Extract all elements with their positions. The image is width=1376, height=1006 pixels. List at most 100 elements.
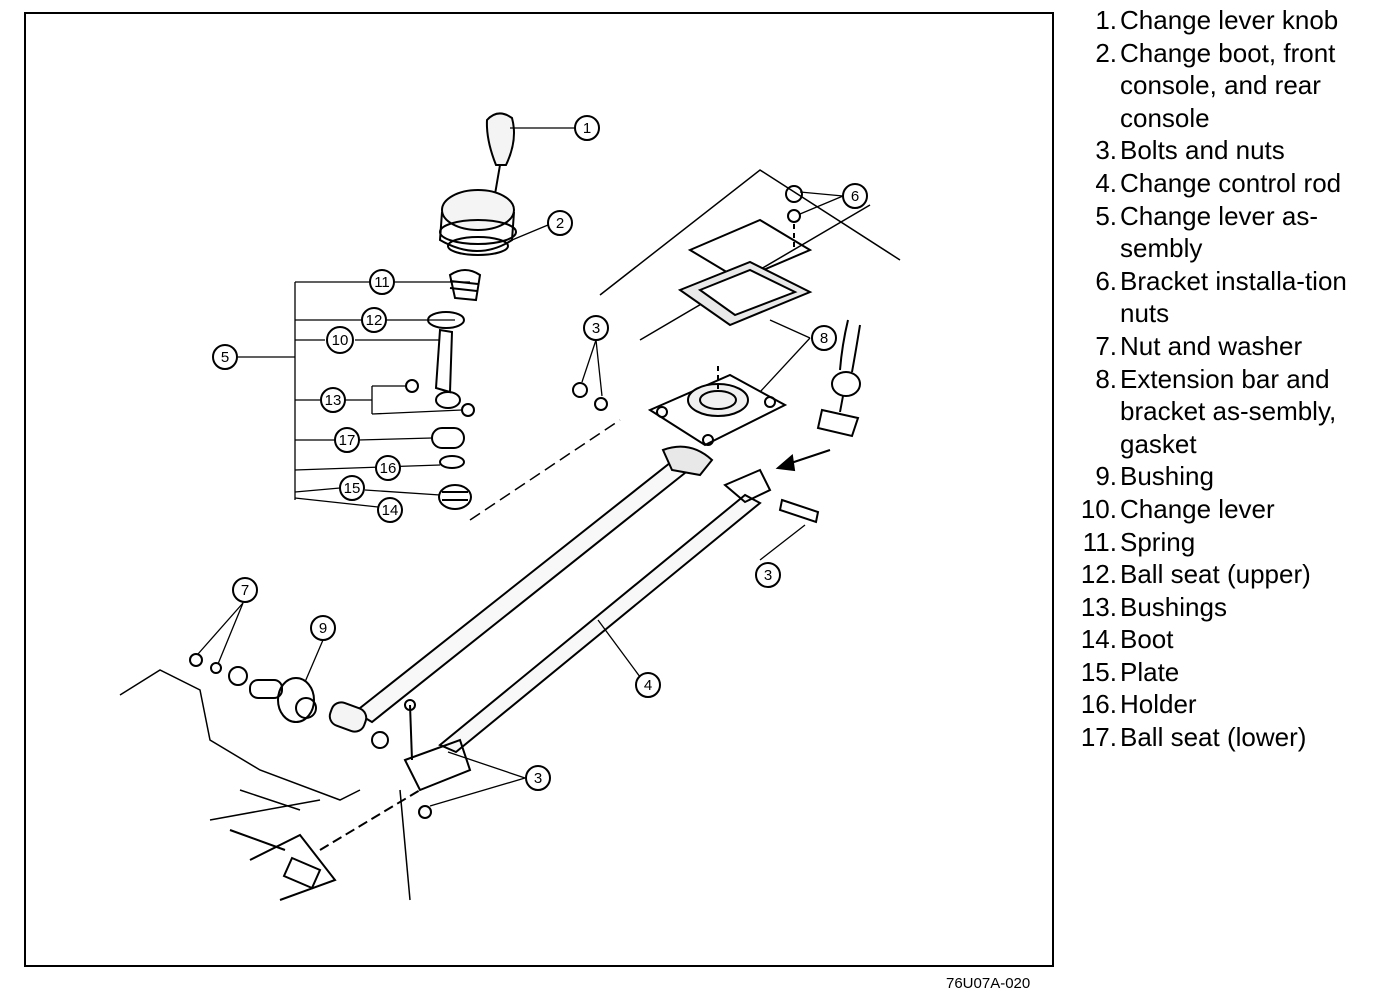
callout-5: 5 [212,344,238,370]
callout-13-text: 13 [325,392,342,409]
legend-num: 2. [1095,37,1117,68]
legend-label: Ball seat (lower) [1120,722,1307,753]
legend-num: 13. [1080,591,1117,622]
legend-num: 5. [1095,200,1117,231]
legend-label: Bushing [1120,461,1214,492]
callout-8-text: 8 [820,330,828,347]
callout-15: 15 [339,475,365,501]
extension-bracket [647,185,813,447]
exploded-view-diagram: 1 2 11 12 10 5 13 17 16 15 14 6 8 3 3 4 … [119,112,901,901]
callout-12: 12 [361,307,387,333]
callout-17-text: 17 [339,432,356,449]
legend-item: 13.Bushings [1062,591,1372,624]
extension-bar [328,445,714,733]
legend-item: 12.Ball seat (upper) [1062,558,1372,591]
callout-15-text: 15 [344,480,361,497]
legend-item: 4.Change control rod [1062,167,1372,200]
legend-num: 17. [1080,722,1117,753]
change-lever-knob [485,112,515,201]
callout-12-text: 12 [366,312,383,329]
legend-label: Nut and washer [1120,330,1303,361]
diagram-frame [24,12,1054,967]
callout-5-text: 5 [221,349,229,366]
figure-code: 76U07A-020 [946,975,1031,992]
callout-3-right-text: 3 [764,567,772,584]
callout-1: 1 [574,115,600,141]
legend-num: 15. [1080,656,1117,687]
direction-arrow [775,449,831,472]
callout-11-text: 11 [374,274,390,291]
legend-item: 2.Change boot, front console, and rear c… [1062,37,1372,135]
callout-9-text: 9 [319,620,327,637]
legend-item: 11.Spring [1062,526,1372,559]
legend-item: 7.Nut and washer [1062,330,1372,363]
legend-label: Boot [1120,624,1174,655]
callout-3-right: 3 [755,562,781,588]
legend-label: Bracket installa-tion nuts [1120,265,1347,329]
legend-item: 1.Change lever knob [1062,4,1372,37]
callout-4-text: 4 [644,677,652,694]
callout-7-text: 7 [241,582,249,599]
callout-16-text: 16 [380,460,397,477]
legend-label: Change lever knob [1120,5,1339,35]
legend-num: 4. [1095,167,1117,198]
legend-label: Bushings [1120,591,1227,622]
callout-6-text: 6 [851,188,859,205]
leader-lines [197,127,844,807]
callout-7: 7 [232,577,258,603]
callout-14: 14 [377,497,403,523]
legend-item: 17.Ball seat (lower) [1062,721,1372,754]
legend-label: Spring [1120,526,1196,557]
legend-num: 8. [1095,363,1117,394]
legend-label: Change lever [1120,493,1275,524]
legend-item: 9.Bushing [1062,460,1372,493]
nuts-and-washers [189,382,608,819]
legend-label: Change boot, front console, and rear con… [1120,37,1336,133]
legend-label: Plate [1120,656,1180,687]
callout-1-text: 1 [583,120,591,137]
callout-11: 11 [369,269,395,295]
legend-item: 3.Bolts and nuts [1062,134,1372,167]
legend-num: 1. [1095,5,1117,35]
legend-num: 7. [1095,330,1117,361]
legend-num: 11. [1082,526,1117,557]
legend-item: 5.Change lever as-sembly [1062,200,1372,265]
callout-9: 9 [310,615,336,641]
callout-3-lower-text: 3 [534,770,542,787]
legend-item: 6.Bracket installa-tion nuts [1062,265,1372,330]
legend-item: 16.Holder [1062,688,1372,721]
callout-3-lower: 3 [525,765,551,791]
legend-num: 3. [1095,135,1117,166]
callout-6: 6 [842,183,868,209]
legend-num: 9. [1095,461,1117,492]
legend-item: 15.Plate [1062,656,1372,689]
callout-2-text: 2 [556,215,564,232]
callout-4: 4 [635,672,661,698]
floor-panel-outline [119,169,901,901]
change-boot [438,189,517,256]
callout-10: 10 [326,326,354,354]
callout-14-text: 14 [382,502,399,519]
callout-13: 13 [320,387,346,413]
legend-label: Extension bar and bracket as-sembly, gas… [1120,363,1337,459]
legend-num: 16. [1080,689,1117,720]
callout-2: 2 [547,210,573,236]
shift-lever-end [816,319,861,438]
transmission-stub [229,789,421,901]
legend-label: Change lever as-sembly [1120,200,1318,264]
callout-3-upper-text: 3 [592,320,600,337]
callout-10-text: 10 [332,332,349,349]
legend-num: 6. [1095,265,1117,296]
legend-label: Bolts and nuts [1120,135,1285,166]
legend-label: Ball seat (upper) [1120,559,1311,590]
change-lever-parts [405,269,482,510]
legend-label: Holder [1120,689,1197,720]
legend-num: 12. [1080,559,1117,590]
legend-item: 10.Change lever [1062,493,1372,526]
legend-num: 10. [1080,493,1117,524]
parts-legend: 1.Change lever knob 2.Change boot, front… [1062,4,1372,754]
callout-3-upper: 3 [583,315,609,341]
callout-17: 17 [334,427,360,453]
legend-label: Change control rod [1120,167,1342,198]
callout-8: 8 [811,325,837,351]
